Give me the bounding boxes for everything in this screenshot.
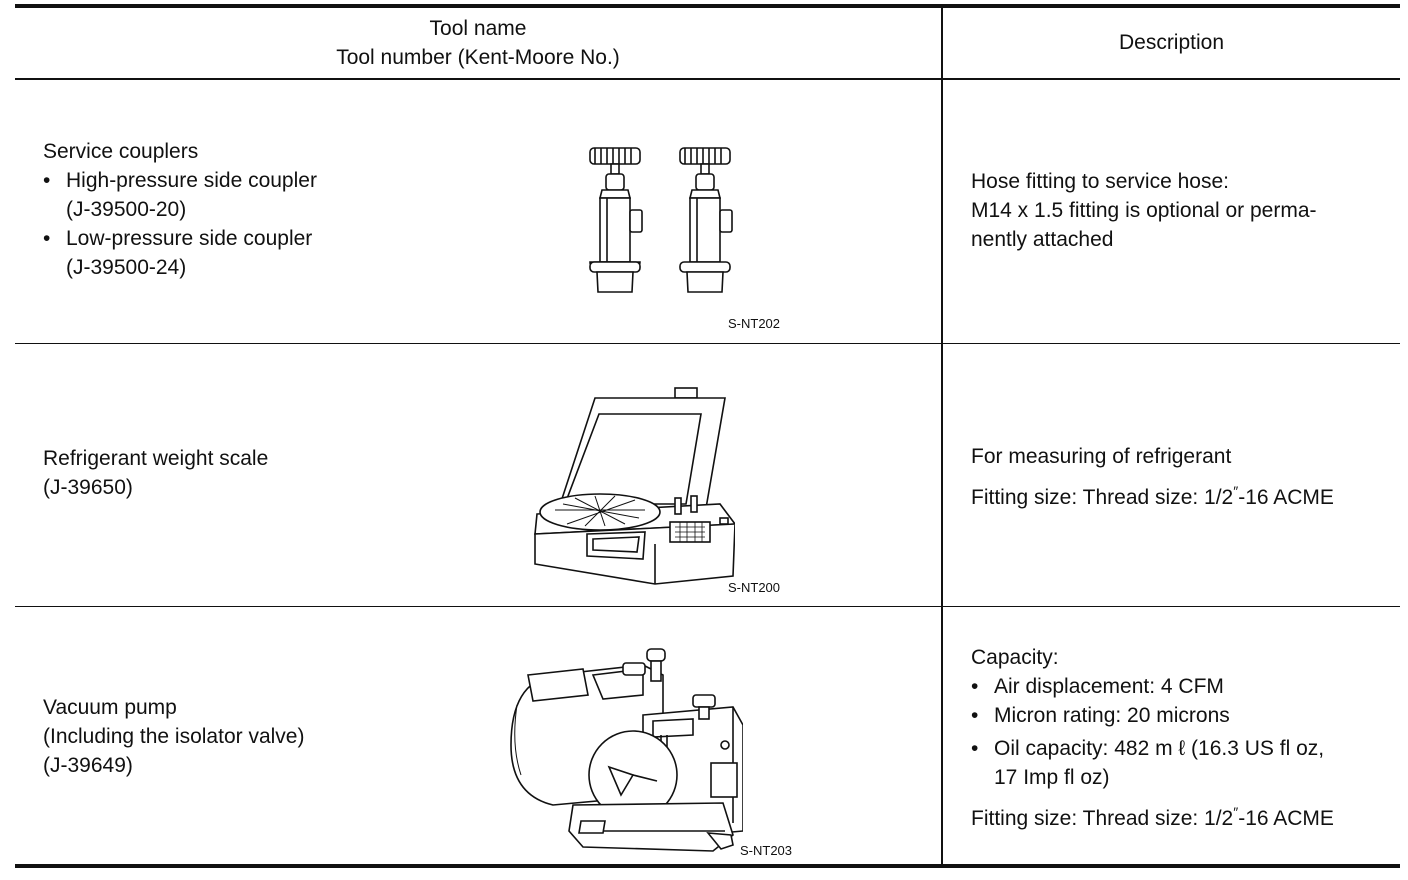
inch-mark: ″ bbox=[1233, 483, 1239, 499]
vacuum-pump-illustration bbox=[493, 635, 743, 860]
bullet-item: • Low-pressure side coupler (J-39500-24) bbox=[43, 224, 317, 282]
table-row-service-couplers: Service couplers • High-pressure side co… bbox=[15, 80, 1400, 344]
bullet-item: • Air displacement: 4 CFM bbox=[971, 672, 1334, 701]
header-tool-number-label: Tool number (Kent-Moore No.) bbox=[336, 46, 620, 69]
tool-name: Refrigerant weight scale bbox=[43, 447, 269, 470]
description-cell: For measuring of refrigerant Fitting siz… bbox=[971, 442, 1334, 512]
tool-number: (J-39649) bbox=[43, 754, 133, 777]
bullet-dot: • bbox=[971, 704, 979, 727]
table-header: Tool name Tool number (Kent-Moore No.) D… bbox=[15, 8, 1400, 80]
refrigerant-scale-illustration bbox=[515, 384, 735, 594]
bullet-item: • High-pressure side coupler (J-39500-20… bbox=[43, 166, 317, 224]
tool-name-cell: Service couplers • High-pressure side co… bbox=[43, 137, 317, 282]
bullet-text: High-pressure side coupler bbox=[66, 169, 317, 192]
description-cell: Capacity: • Air displacement: 4 CFM • Mi… bbox=[971, 643, 1334, 833]
figure-code: S-NT200 bbox=[728, 580, 781, 595]
bullet-dot: • bbox=[43, 227, 51, 250]
bullet-text: Oil capacity: 482 m ℓ (16.3 US fl oz, bbox=[994, 737, 1325, 760]
table-row-vacuum-pump: Vacuum pump (Including the isolator valv… bbox=[15, 607, 1400, 864]
inch-mark: ″ bbox=[1233, 804, 1239, 820]
header-description: Description bbox=[1118, 31, 1225, 54]
fitting-size-line: Fitting size: Thread size: 1/2″-16 ACME bbox=[971, 798, 1334, 833]
description-line: For measuring of refrigerant bbox=[971, 445, 1232, 468]
bullet-dot: • bbox=[43, 169, 51, 192]
header-tool-name: Tool name Tool number (Kent-Moore No.) bbox=[15, 14, 941, 72]
tool-name-note: (Including the isolator valve) bbox=[43, 725, 305, 748]
bullet-dot: • bbox=[971, 675, 979, 698]
figure-code: S-NT203 bbox=[740, 843, 793, 858]
description-line: M14 x 1.5 fitting is optional or perma- bbox=[971, 199, 1317, 222]
fitting-size-suffix: -16 ACME bbox=[1238, 807, 1334, 830]
tool-name-cell: Vacuum pump (Including the isolator valv… bbox=[43, 693, 304, 780]
tool-name-cell: Refrigerant weight scale (J-39650) bbox=[43, 444, 268, 502]
fitting-size-text: Fitting size: Thread size: 1/2 bbox=[971, 486, 1234, 509]
description-line: nently attached bbox=[971, 228, 1114, 251]
fitting-size-suffix: -16 ACME bbox=[1238, 486, 1334, 509]
tool-number: (J-39650) bbox=[43, 476, 133, 499]
tool-name: Service couplers bbox=[43, 140, 199, 163]
figure-code: S-NT202 bbox=[728, 316, 781, 331]
special-tools-table: Tool name Tool number (Kent-Moore No.) D… bbox=[15, 4, 1400, 868]
description-cell: Hose fitting to service hose: M14 x 1.5 … bbox=[971, 167, 1317, 254]
table-row-refrigerant-weight-scale: Refrigerant weight scale (J-39650) bbox=[15, 344, 1400, 607]
fitting-size-text: Fitting size: Thread size: 1/2 bbox=[971, 807, 1234, 830]
bullet-text: Micron rating: 20 microns bbox=[994, 704, 1230, 727]
bullet-item: • Micron rating: 20 microns bbox=[971, 701, 1334, 730]
service-couplers-illustration bbox=[580, 140, 760, 310]
bullet-text-cont: 17 Imp fl oz) bbox=[994, 766, 1110, 789]
tool-name: Vacuum pump bbox=[43, 696, 177, 719]
tool-number: (J-39500-24) bbox=[66, 256, 187, 279]
bullet-text: Air displacement: 4 CFM bbox=[994, 675, 1224, 698]
fitting-size-line: Fitting size: Thread size: 1/2″-16 ACME bbox=[971, 477, 1334, 512]
description-line: Capacity: bbox=[971, 646, 1059, 669]
bullet-item: • Oil capacity: 482 m ℓ (16.3 US fl oz, … bbox=[971, 734, 1334, 792]
bullet-text: Low-pressure side coupler bbox=[66, 227, 313, 250]
description-line: Hose fitting to service hose: bbox=[971, 170, 1229, 193]
header-tool-name-label: Tool name bbox=[429, 17, 527, 40]
column-divider bbox=[941, 8, 943, 864]
tool-number: (J-39500-20) bbox=[66, 198, 187, 221]
bullet-dot: • bbox=[971, 737, 979, 760]
